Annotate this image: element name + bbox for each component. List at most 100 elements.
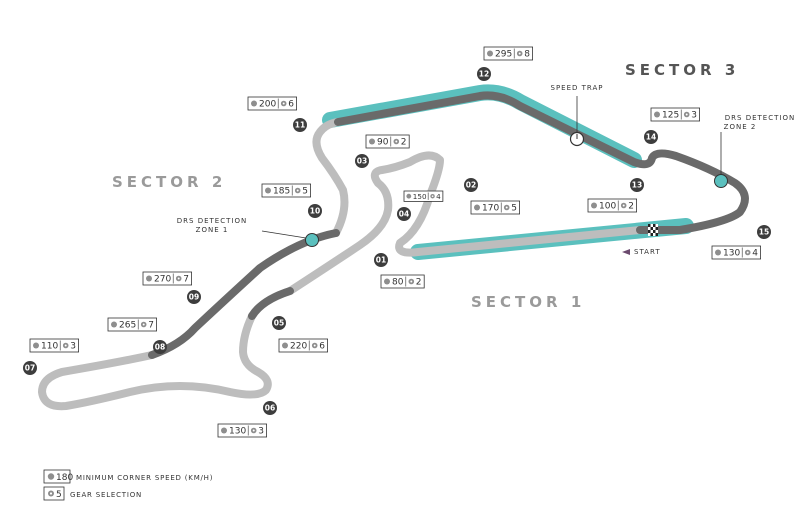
track-sector-1-light [286, 151, 644, 295]
speed-icon [654, 111, 660, 118]
speed-icon [474, 204, 480, 211]
gear-icon [280, 100, 287, 107]
turn-info-box: 130 3 [217, 423, 267, 438]
turn-gear: 4 [752, 249, 758, 259]
sector-3-label: SECTOR 3 [625, 61, 739, 79]
turn-number: 08 [155, 343, 165, 352]
gear-icon [62, 342, 69, 349]
turn-number-badge [644, 130, 658, 144]
turn-gear: 7 [148, 321, 154, 331]
speed-icon [146, 275, 152, 282]
speed-icon [384, 278, 390, 285]
turn-gear: 3 [258, 427, 264, 437]
track-turn-8-9-10 [148, 229, 340, 359]
gear-icon [393, 138, 400, 145]
speed-icon [221, 427, 227, 434]
turn-08: 08 265 7 [107, 317, 167, 354]
turn-number-badge [477, 67, 491, 81]
turn-min-speed: 270 [154, 275, 171, 285]
gear-icon [311, 342, 318, 349]
turn-gear: 5 [511, 204, 517, 214]
drs-zone-2-label-line1: DRS DETECTION [725, 114, 795, 122]
turn-number: 02 [466, 181, 476, 190]
drs-zone-1-label-line1: DRS DETECTION [177, 217, 247, 225]
turn-min-speed: 265 [119, 321, 136, 331]
turn-number-badge [630, 178, 644, 192]
gear-icon [683, 111, 690, 118]
turn-number-badge [308, 204, 322, 218]
speed-trap-marker: SPEED TRAP [551, 84, 604, 147]
turn-gear: 6 [319, 342, 325, 352]
gear-icon [48, 490, 54, 497]
turn-number: 09 [189, 293, 199, 302]
speed-icon [111, 321, 117, 328]
turn-number: 05 [274, 319, 284, 328]
turn-number-badge [272, 316, 286, 330]
speed-icon [487, 50, 493, 57]
turn-min-speed: 295 [495, 50, 512, 60]
track-light [38, 118, 644, 411]
speed-icon [406, 193, 412, 199]
turn-number-badge [374, 253, 388, 267]
gear-icon [503, 204, 510, 211]
turn-min-speed: 130 [229, 427, 246, 437]
gear-icon [250, 427, 257, 434]
turn-min-speed: 110 [41, 342, 58, 352]
turn-number: 15 [759, 228, 769, 237]
gear-icon [620, 202, 627, 209]
turn-number-badge [757, 225, 771, 239]
turn-gear: 6 [288, 100, 294, 110]
turn-number-badge [355, 154, 369, 168]
speed-icon [47, 473, 55, 480]
turn-min-speed: 170 [482, 204, 499, 214]
speed-trap-label: SPEED TRAP [551, 84, 604, 92]
drs-zone-1-label-line2: ZONE 1 [196, 226, 229, 234]
track-turn-11-light [312, 118, 349, 237]
turn-min-speed: 185 [273, 187, 290, 197]
turn-number-badge [153, 340, 167, 354]
turn-number: 01 [376, 256, 386, 265]
speed-icon [251, 100, 257, 107]
turn-min-speed: 80 [392, 278, 404, 288]
gear-icon [744, 249, 751, 256]
turn-number-badge [23, 361, 37, 375]
speed-icon [591, 202, 597, 209]
legend-gear-text: GEAR SELECTION [70, 491, 142, 499]
turn-number-badge [464, 178, 478, 192]
gear-icon [408, 278, 415, 285]
speed-icon [282, 342, 288, 349]
gear-icon [175, 275, 182, 282]
gear-icon [430, 193, 435, 199]
speed-icon [715, 249, 721, 256]
turn-gear: 2 [401, 138, 407, 148]
turn-min-speed: 100 [599, 202, 616, 212]
track-dark [148, 91, 749, 359]
legend-speed-text: MINIMUM CORNER SPEED (KM/H) [76, 474, 213, 482]
start-checker-flag [648, 224, 658, 236]
track-turn-5-6-link [248, 287, 294, 320]
turn-number-badge [397, 207, 411, 221]
sector-2-label: SECTOR 2 [112, 173, 226, 191]
gear-icon [294, 187, 301, 194]
drs-detection-1-icon [305, 233, 319, 247]
turn-min-speed: 130 [723, 249, 740, 259]
turn-gear: 5 [302, 187, 308, 197]
turn-number: 14 [646, 133, 656, 142]
start-marker: START [622, 248, 660, 256]
